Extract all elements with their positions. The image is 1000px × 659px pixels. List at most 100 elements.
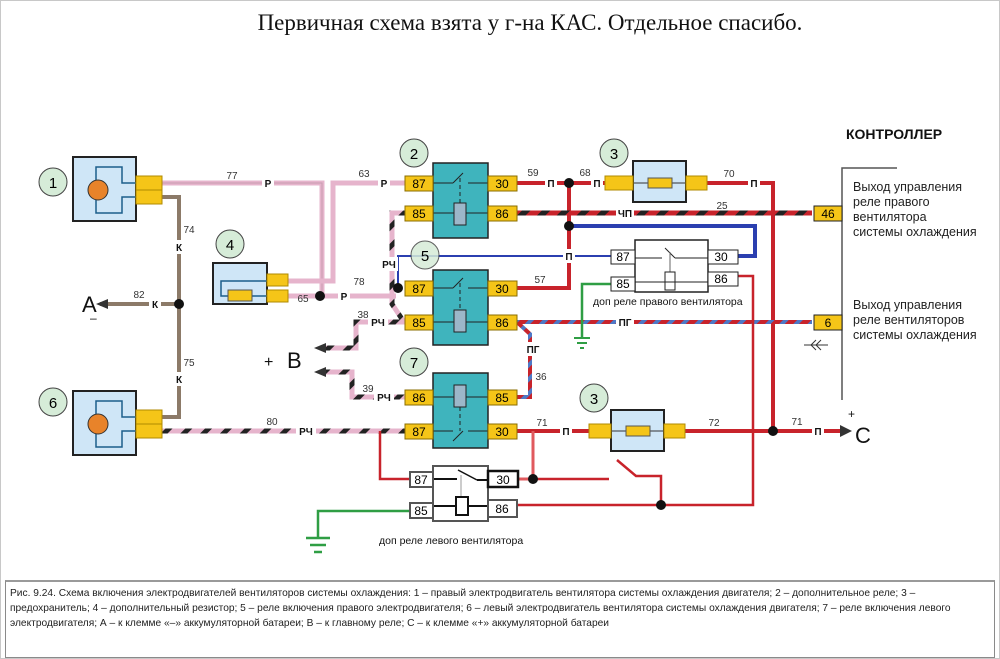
wire-red-switch <box>616 459 663 505</box>
extra-relay-right-label: доп реле правого вентилятора <box>593 296 743 308</box>
extra-relay-left <box>432 465 489 522</box>
wire-color-label: П <box>593 179 600 190</box>
motor-6 <box>72 390 163 456</box>
controller-title: КОНТРОЛЛЕР <box>846 126 943 142</box>
figure-caption: Рис. 9.24. Схема включения электродвигат… <box>10 588 951 629</box>
wire-blue-30 <box>569 224 757 258</box>
relay2-pin-85: 85 <box>412 207 426 221</box>
wire-color-label: РЧ <box>299 427 313 438</box>
wire-label: 72 <box>708 418 720 429</box>
wire-label: 71 <box>791 417 803 428</box>
relay2-pin-87: 87 <box>412 177 426 191</box>
wire-label: 36 <box>535 372 547 383</box>
terminal-C: C <box>855 423 871 448</box>
controller-output-2-desc: Выход управления реле вентиляторов систе… <box>853 298 977 343</box>
wire-label: 75 <box>183 358 195 369</box>
wire-color-label: П <box>814 427 821 438</box>
relay-2 <box>432 162 489 239</box>
wire-green-left <box>316 509 410 538</box>
desc-line: реле правого <box>853 195 930 209</box>
wire-label: 77 <box>226 171 238 182</box>
controller-pin-6-label: 6 <box>825 316 832 330</box>
wire-color-label: П <box>562 427 569 438</box>
relay5-pin-30: 30 <box>495 282 509 296</box>
wire-color-label: П <box>750 179 757 190</box>
wiring-diagram: 87 85 30 86 87 85 30 86 86 87 85 30 87 8… <box>38 138 897 554</box>
controller-pin-6 <box>813 314 843 331</box>
wire-color-label: РЧ <box>371 318 385 329</box>
wire-36 <box>515 320 532 399</box>
ground-icon <box>574 337 590 349</box>
wire-label: 68 <box>579 168 591 179</box>
wire-color-label: ЧП <box>618 209 632 220</box>
badge-1: 1 <box>49 175 57 192</box>
badge-4: 4 <box>226 237 234 254</box>
connector-icon <box>804 339 828 351</box>
relay2-pin-86: 86 <box>495 207 509 221</box>
relay7-pin-87: 87 <box>412 425 426 439</box>
wire-color-label: П <box>565 252 572 263</box>
terminal-C-sign: + <box>848 407 855 421</box>
extra-left-pin-86: 86 <box>495 502 509 516</box>
relay5-pin-86: 86 <box>495 316 509 330</box>
page-title: Первичная схема взята у г-на КАС. Отдель… <box>257 10 803 35</box>
wire-label: 78 <box>353 277 365 288</box>
wire-color-label: Р <box>381 179 388 190</box>
wire-blue-87 <box>397 255 611 288</box>
controller-output-1-desc: Выход управления реле правого вентилятор… <box>853 180 977 240</box>
wire-color-label: РЧ <box>382 260 396 271</box>
relay7-pin-86: 86 <box>412 391 426 405</box>
wire-color-label: Р <box>265 179 272 190</box>
wire-label: 70 <box>723 169 735 180</box>
wire-label: 25 <box>716 201 728 212</box>
relay-7 <box>432 372 489 449</box>
extra-right-pin-85: 85 <box>616 277 630 291</box>
fuse-3-top <box>604 160 708 203</box>
wire-color-label: П <box>547 179 554 190</box>
wire-77 <box>162 180 325 296</box>
relay7-pin-30: 30 <box>495 425 509 439</box>
motor-1 <box>72 156 163 222</box>
wire-label: 74 <box>183 225 195 236</box>
wire-color-label: К <box>176 243 183 254</box>
badge-7: 7 <box>410 355 418 372</box>
wire-38 <box>320 319 405 351</box>
wire-label: 63 <box>358 169 370 180</box>
wire-color-label: К <box>152 300 159 311</box>
terminal-A: A <box>82 292 97 317</box>
desc-line: Выход управления <box>853 298 963 312</box>
arrow-C <box>840 425 852 437</box>
relay5-pin-85: 85 <box>412 316 426 330</box>
wire-label: 59 <box>527 168 539 179</box>
terminal-A-sign: – <box>90 311 97 325</box>
wire-color-label: РЧ <box>377 393 391 404</box>
fuse-3-bottom <box>588 409 686 452</box>
relay2-pin-30: 30 <box>495 177 509 191</box>
terminal-B-sign: + <box>264 354 273 371</box>
badge-6: 6 <box>49 395 57 412</box>
relay7-pin-85: 85 <box>495 391 509 405</box>
extra-left-pin-85: 85 <box>414 504 428 518</box>
resistor-4 <box>212 262 289 305</box>
extra-right-pin-30: 30 <box>714 250 728 264</box>
wire-green-right <box>580 282 611 338</box>
extra-relay-left-label: доп реле левого вентилятора <box>379 535 523 547</box>
caption-box: Рис. 9.24. Схема включения электродвигат… <box>5 580 995 658</box>
terminal-B: B <box>287 348 302 373</box>
wire-label: 82 <box>133 290 145 301</box>
junction-dots <box>174 178 778 510</box>
wire-color-label: ПГ <box>619 318 632 329</box>
desc-line: системы охлаждения <box>853 225 977 239</box>
arrow-A <box>96 299 108 309</box>
wire-57 <box>517 183 571 290</box>
wire-label: 65 <box>297 294 309 305</box>
controller-pin-46 <box>813 205 843 222</box>
extra-left-pin-87: 87 <box>414 473 428 487</box>
badge-3-top: 3 <box>610 146 618 163</box>
desc-line: реле вентиляторов <box>853 313 965 327</box>
wire-color-label: Р <box>341 292 348 303</box>
wire-label: 80 <box>266 417 278 428</box>
badge-2: 2 <box>410 146 418 163</box>
desc-line: системы охлаждения <box>853 328 977 342</box>
controller-pin-46-label: 46 <box>821 207 835 221</box>
